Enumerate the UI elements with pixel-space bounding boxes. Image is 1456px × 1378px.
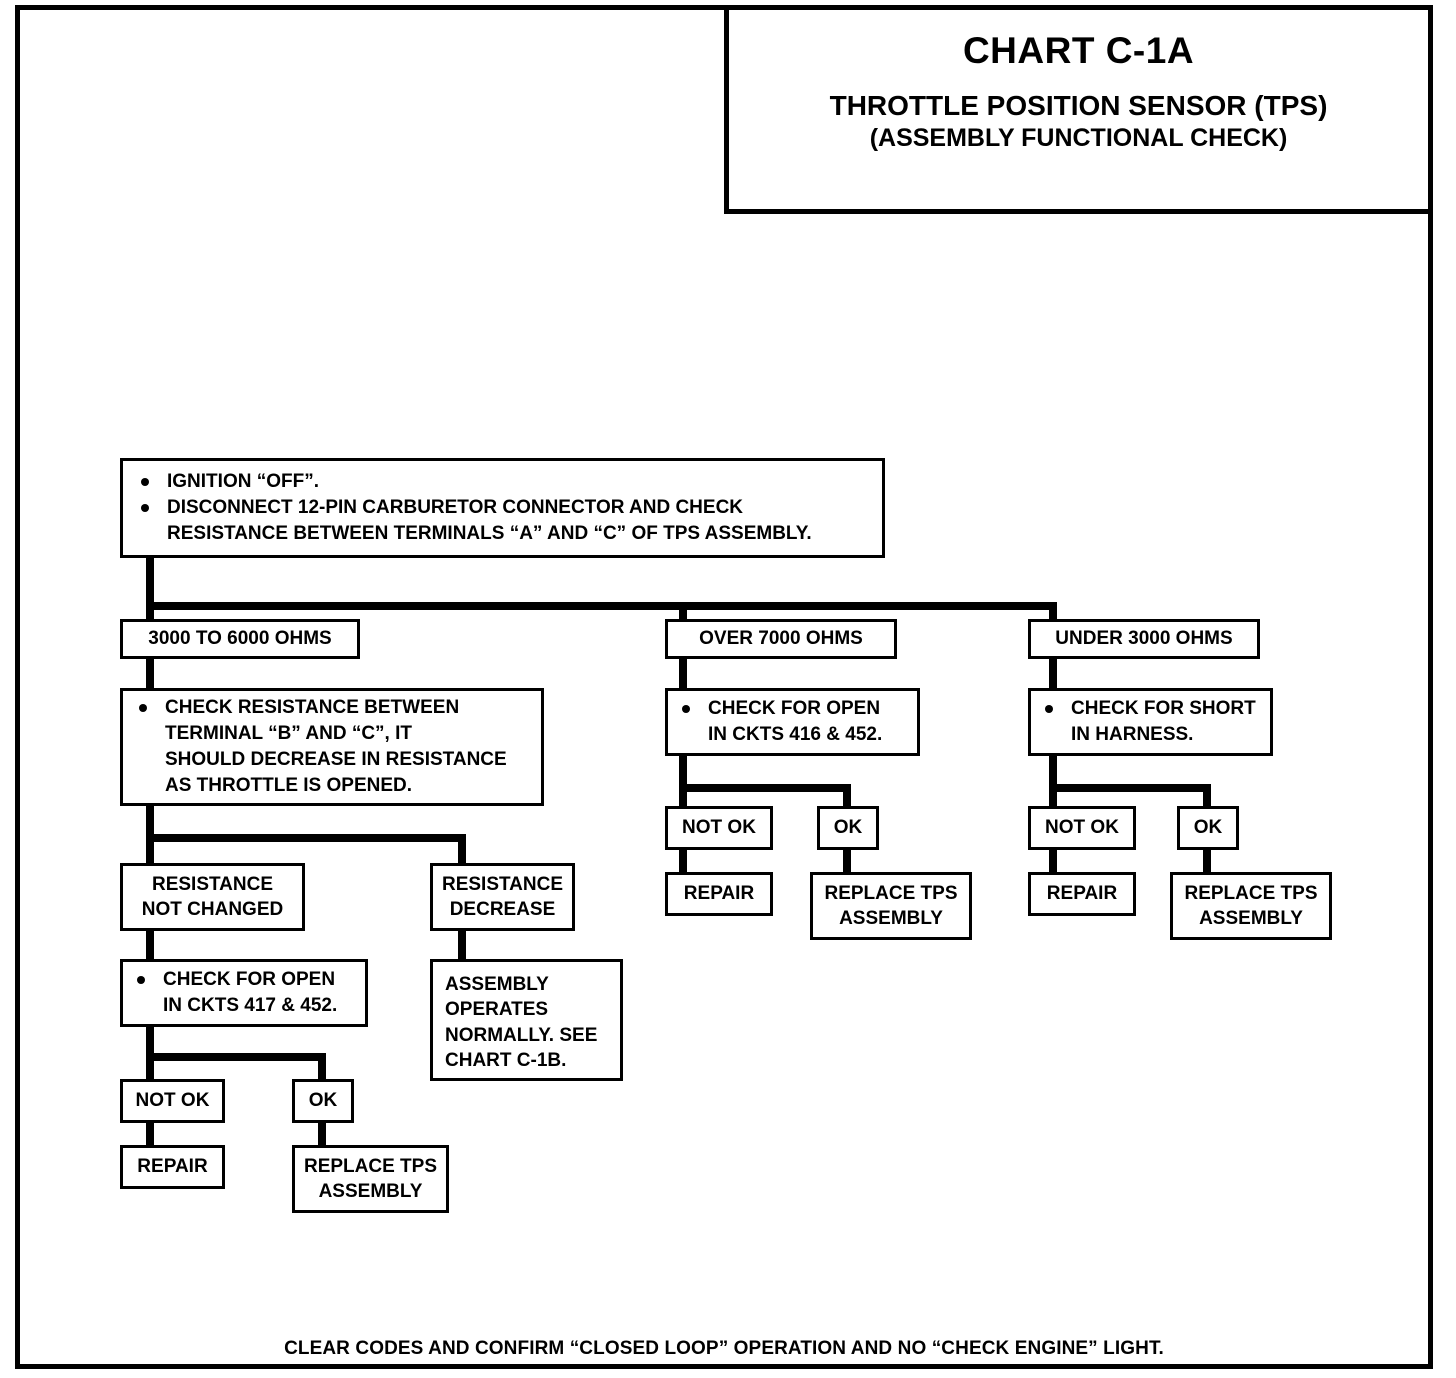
left-check-line-2: TERMINAL “B” AND “C”, IT xyxy=(165,722,412,744)
mid-check-line-1: CHECK FOR OPEN xyxy=(708,697,881,719)
connector-right-check-bus xyxy=(1049,784,1211,792)
connector-left-ok-to-replace xyxy=(318,1123,326,1147)
right-replace-line-2: ASSEMBLY xyxy=(1199,908,1303,929)
branch-label-over-7000: OVER 7000 OHMS xyxy=(665,619,897,659)
right-ok-text: OK xyxy=(1193,817,1223,839)
connector-mid-notok-to-repair xyxy=(679,850,687,874)
right-check-short-box: CHECK FOR SHORT IN HARNESS. xyxy=(1028,688,1273,756)
connector-start-stem xyxy=(146,558,154,610)
mid-repair-box: REPAIR xyxy=(665,872,773,916)
right-check-line-1: CHECK FOR SHORT xyxy=(1071,697,1256,719)
branch-label-3000-to-6000-text: 3000 TO 6000 OHMS xyxy=(148,628,332,650)
left-assembly-normal-box: ASSEMBLY OPERATES NORMALLY. SEE CHART C-… xyxy=(430,959,623,1081)
mid-check-open-box: CHECK FOR OPEN IN CKTS 416 & 452. xyxy=(665,688,920,756)
right-replace-line-1: REPLACE TPS xyxy=(1184,882,1318,904)
connector-mid-check-to-ok xyxy=(843,784,851,810)
left-open-line-1: CHECK FOR OPEN xyxy=(163,968,336,990)
connector-left-label-to-check xyxy=(146,659,154,688)
chart-subtitle-primary: THROTTLE POSITION SENSOR (TPS) xyxy=(829,90,1328,122)
left-replace-line-2: ASSEMBLY xyxy=(318,1181,423,1202)
right-ok-box: OK xyxy=(1177,806,1239,850)
right-not-ok-text: NOT OK xyxy=(1045,817,1119,839)
start-bullet-disconnect-line1: DISCONNECT 12-PIN CARBURETOR CONNECTOR A… xyxy=(167,496,744,518)
left-check-open-bullet: CHECK FOR OPEN IN CKTS 417 & 452. xyxy=(129,967,359,1019)
mid-check-line-2: IN CKTS 416 & 452. xyxy=(708,724,883,745)
connector-mid-label-to-check xyxy=(679,659,687,688)
chart-id: CHART C-1A xyxy=(962,30,1195,71)
branch-label-3000-to-6000: 3000 TO 6000 OHMS xyxy=(120,619,360,659)
connector-left-check-bus xyxy=(146,834,466,842)
branch-label-under-3000: UNDER 3000 OHMS xyxy=(1028,619,1260,659)
left-check-line-3: SHOULD DECREASE IN RESISTANCE xyxy=(165,749,507,770)
branch-label-over-7000-text: OVER 7000 OHMS xyxy=(699,628,863,650)
left-resistance-not-changed-box: RESISTANCE NOT CHANGED xyxy=(120,863,305,931)
mid-repair-text: REPAIR xyxy=(683,883,755,905)
connector-mid-check-stem xyxy=(679,756,687,810)
connector-start-bus xyxy=(146,602,1057,610)
mid-replace-line-1: REPLACE TPS xyxy=(824,882,958,904)
start-instruction-box: IGNITION “OFF”. DISCONNECT 12-PIN CARBUR… xyxy=(120,458,885,558)
footer-note: CLEAR CODES AND CONFIRM “CLOSED LOOP” OP… xyxy=(284,1338,1164,1359)
connector-notchanged-to-open xyxy=(146,931,154,960)
connector-decrease-to-normal xyxy=(458,931,466,960)
right-repair-box: REPAIR xyxy=(1028,872,1136,916)
left-res-decrease-line2: DECREASE xyxy=(449,899,556,920)
left-replace-line-1: REPLACE TPS xyxy=(303,1155,438,1177)
start-bullet-disconnect: DISCONNECT 12-PIN CARBURETOR CONNECTOR A… xyxy=(133,495,872,547)
left-repair-box: REPAIR xyxy=(120,1145,225,1189)
left-replace-tps-box: REPLACE TPS ASSEMBLY xyxy=(292,1145,449,1213)
mid-check-open-bullet: CHECK FOR OPEN IN CKTS 416 & 452. xyxy=(674,696,911,748)
connector-start-to-right xyxy=(1049,602,1057,622)
connector-start-to-mid xyxy=(679,602,687,622)
mid-not-ok-text: NOT OK xyxy=(682,817,756,839)
left-check-line-4: AS THROTTLE IS OPENED. xyxy=(165,775,413,797)
start-bullet-ignition-off-text: IGNITION “OFF”. xyxy=(167,470,319,492)
left-not-ok-text: NOT OK xyxy=(135,1090,210,1112)
mid-not-ok-box: NOT OK xyxy=(665,806,773,850)
connector-right-check-to-ok xyxy=(1203,784,1211,810)
connector-left-notok-to-repair xyxy=(146,1123,154,1147)
connector-start-to-left xyxy=(146,602,154,622)
left-check-open-ckts-box: CHECK FOR OPEN IN CKTS 417 & 452. xyxy=(120,959,368,1027)
left-normal-line-4: CHART C-1B. xyxy=(445,1049,567,1071)
left-ok-box: OK xyxy=(292,1079,354,1123)
right-check-line-2: IN HARNESS. xyxy=(1071,724,1194,745)
mid-replace-line-2: ASSEMBLY xyxy=(839,908,943,929)
mid-replace-tps-box: REPLACE TPS ASSEMBLY xyxy=(810,872,972,940)
connector-left-open-to-ok xyxy=(318,1053,326,1084)
connector-left-open-bus xyxy=(146,1053,326,1061)
right-check-short-bullet: CHECK FOR SHORT IN HARNESS. xyxy=(1037,696,1264,748)
right-repair-text: REPAIR xyxy=(1046,883,1118,905)
start-bullet-ignition-off: IGNITION “OFF”. xyxy=(133,469,872,495)
left-normal-line-2: OPERATES xyxy=(445,999,549,1021)
left-normal-line-3: NORMALLY. SEE xyxy=(445,1024,598,1046)
left-resistance-decrease-box: RESISTANCE DECREASE xyxy=(430,863,575,931)
right-replace-tps-box: REPLACE TPS ASSEMBLY xyxy=(1170,872,1332,940)
branch-label-under-3000-text: UNDER 3000 OHMS xyxy=(1055,628,1233,650)
right-not-ok-box: NOT OK xyxy=(1028,806,1136,850)
chart-subtitle-secondary: (ASSEMBLY FUNCTIONAL CHECK) xyxy=(869,124,1288,153)
connector-mid-check-bus xyxy=(679,784,851,792)
connector-right-ok-to-replace xyxy=(1203,850,1211,874)
left-repair-text: REPAIR xyxy=(137,1156,208,1178)
title-block: CHART C-1A THROTTLE POSITION SENSOR (TPS… xyxy=(724,5,1433,214)
left-check-line-1: CHECK RESISTANCE BETWEEN xyxy=(165,696,460,718)
left-normal-line-1: ASSEMBLY xyxy=(445,974,549,995)
connector-right-check-stem xyxy=(1049,756,1057,810)
connector-mid-ok-to-replace xyxy=(843,850,851,874)
left-open-line-2: IN CKTS 417 & 452. xyxy=(163,995,338,1016)
left-res-not-changed-line1: RESISTANCE xyxy=(151,873,274,895)
mid-ok-box: OK xyxy=(817,806,879,850)
connector-left-check-to-decrease xyxy=(458,834,466,866)
left-ok-text: OK xyxy=(308,1090,338,1112)
left-not-ok-box: NOT OK xyxy=(120,1079,225,1123)
left-check-resistance-bullet: CHECK RESISTANCE BETWEEN TERMINAL “B” AN… xyxy=(131,695,533,800)
left-res-not-changed-line2: NOT CHANGED xyxy=(141,899,284,920)
start-bullet-disconnect-line2: RESISTANCE BETWEEN TERMINALS “A” AND “C”… xyxy=(167,523,812,545)
mid-ok-text: OK xyxy=(833,817,863,839)
connector-right-notok-to-repair xyxy=(1049,850,1057,874)
left-res-decrease-line1: RESISTANCE xyxy=(441,873,564,895)
connector-right-label-to-check xyxy=(1049,659,1057,688)
left-check-resistance-box: CHECK RESISTANCE BETWEEN TERMINAL “B” AN… xyxy=(120,688,544,806)
